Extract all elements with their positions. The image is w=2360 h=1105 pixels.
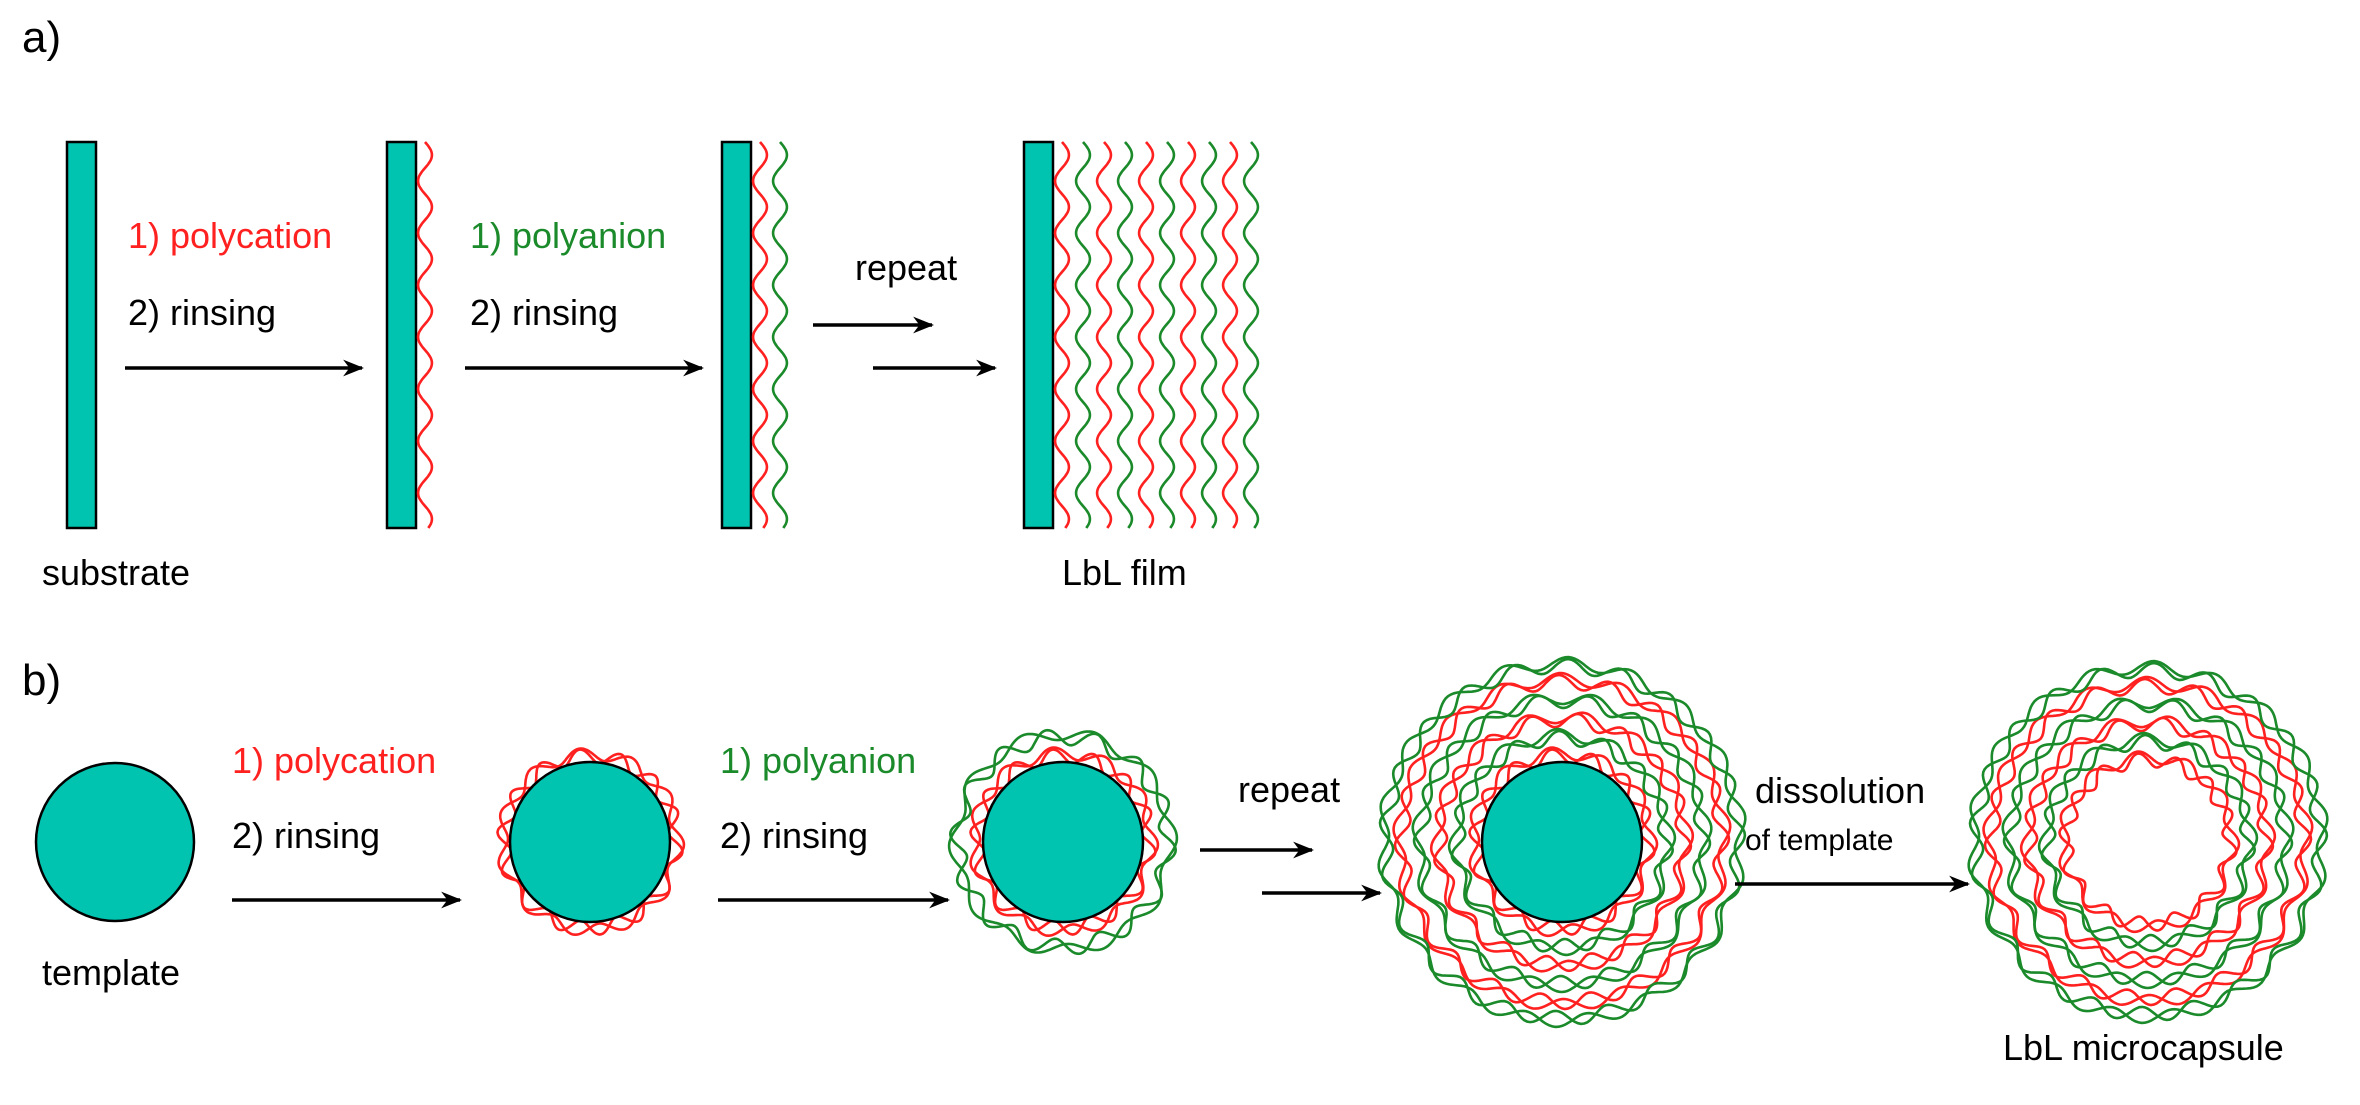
rinsing-step-label: 2) rinsing: [232, 815, 380, 856]
polycation-layer: [1221, 141, 1239, 529]
polycation-layer: [2019, 715, 2277, 969]
polyanion-layer: [1116, 141, 1134, 529]
polyanion-layer: [1447, 727, 1677, 957]
rinsing-step-label: 2) rinsing: [470, 292, 618, 333]
polyanion-layer: [1200, 141, 1218, 529]
polycation-layer: [969, 746, 1160, 938]
lbl-film-label: LbL film: [1062, 552, 1187, 593]
template-label: template: [42, 952, 180, 993]
polycation-layer: [1468, 746, 1659, 938]
polycation-layer: [2023, 716, 2275, 969]
polycation-layer: [1983, 677, 2313, 1007]
polyanion-layer: [1411, 693, 1713, 994]
lbl-microcapsule-label: LbL microcapsule: [2003, 1027, 2284, 1068]
polycation-layer: [1433, 712, 1693, 973]
polyanion-layer: [1412, 694, 1712, 990]
of-template-label: of template: [1745, 824, 1893, 857]
polyanion-layer: [2040, 733, 2257, 949]
polyanion-layer: [1378, 657, 1747, 1026]
substrate-plate: [65, 140, 98, 530]
polyanion-layer: [948, 728, 1178, 956]
panel-b-label: b): [22, 656, 61, 705]
polyanion-layer: [1450, 729, 1675, 953]
polyanion-layer: [1377, 655, 1747, 1029]
polyanion-layer: [771, 141, 789, 529]
panel-a-label: a): [22, 13, 61, 62]
coated-template-core: [981, 760, 1145, 924]
polycation-layer: [1982, 675, 2314, 1007]
polycation-layer: [1392, 671, 1732, 1010]
polyanion-layer: [2002, 698, 2294, 986]
polycation-layer: [1095, 141, 1113, 529]
substrate-plate-polycation: [385, 140, 418, 530]
coated-template-core: [1480, 760, 1644, 924]
polycation-layer: [1429, 711, 1695, 973]
substrate-plate-film: [1022, 140, 1055, 530]
rinsing-step-label: 2) rinsing: [128, 292, 276, 333]
polycation-layer: [2058, 750, 2241, 934]
polyanion-step-label: 1) polyanion: [720, 740, 916, 781]
substrate-label: substrate: [42, 552, 190, 593]
film-layers: [416, 141, 1260, 529]
panel-b: b) 1) polycation 2) rinsing 1) polyanion…: [22, 655, 2329, 1068]
polycation-layer: [751, 141, 769, 529]
polycation-layer: [416, 141, 434, 529]
polyanion-layer: [2037, 731, 2259, 953]
polyanion-layer: [1074, 141, 1092, 529]
template-particle: [34, 761, 196, 923]
repeat-label: repeat: [855, 247, 957, 288]
polyanion-layer: [2001, 697, 2295, 990]
polycation-step-label: 1) polycation: [232, 740, 436, 781]
polyanion-layer: [1242, 141, 1260, 529]
polycation-layer: [1137, 141, 1155, 529]
polycation-step-label: 1) polycation: [128, 215, 332, 256]
polyanion-layer: [1968, 661, 2329, 1022]
repeat-label: repeat: [1238, 769, 1340, 810]
capsule-layers: [496, 655, 2329, 1029]
coated-template-core: [508, 760, 672, 924]
polyanion-layer: [947, 730, 1179, 954]
polyanion-step-label: 1) polyanion: [470, 215, 666, 256]
dissolution-label: dissolution: [1755, 770, 1925, 811]
polycation-layer: [1393, 673, 1731, 1011]
panel-a: a) 1) polycation 2) rinsing 1) polyanion…: [22, 13, 1260, 593]
polyanion-layer: [1158, 141, 1176, 529]
polycation-layer: [497, 747, 686, 937]
polycation-layer: [1053, 141, 1071, 529]
substrate-plate-bilayer: [720, 140, 753, 530]
polyanion-layer: [1967, 659, 2329, 1025]
polycation-layer: [1179, 141, 1197, 529]
rinsing-step-label: 2) rinsing: [720, 815, 868, 856]
